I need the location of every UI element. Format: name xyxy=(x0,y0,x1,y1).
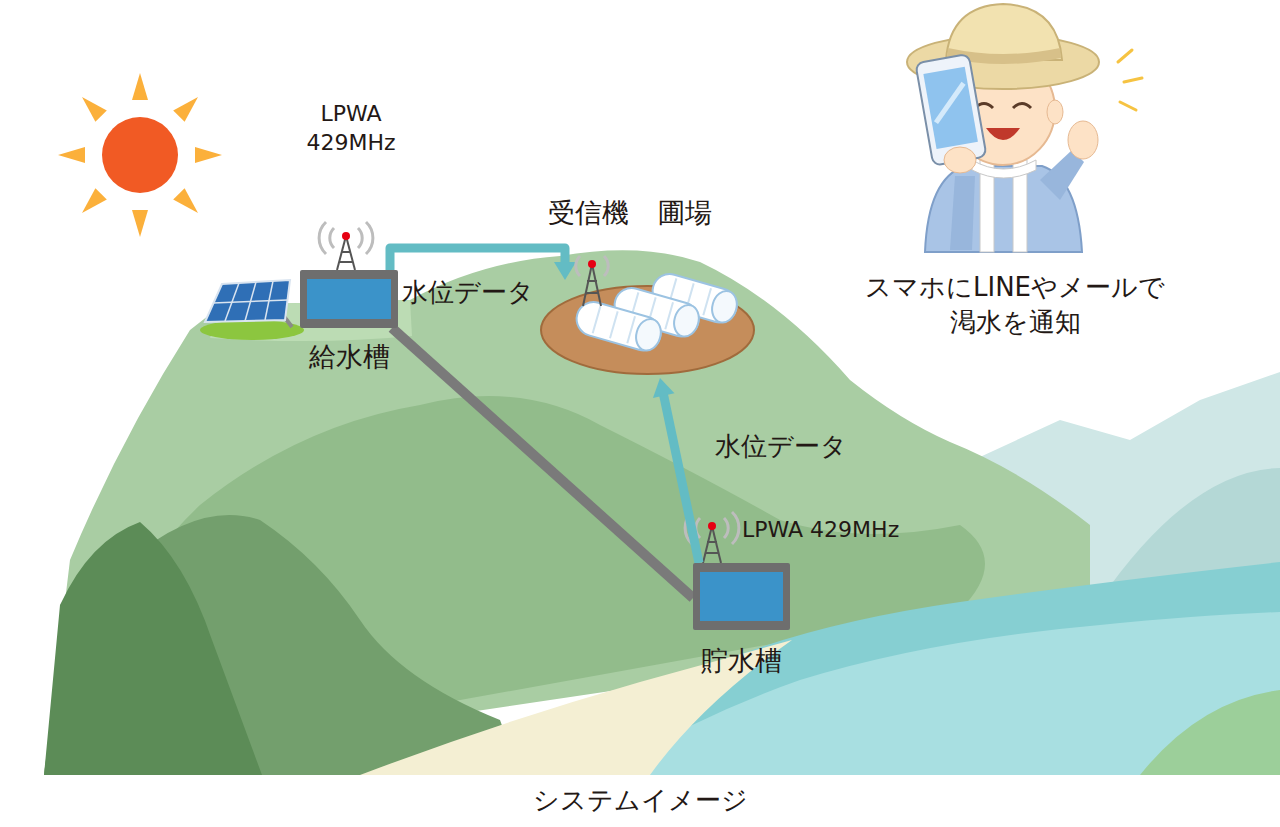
sparkle-lines xyxy=(1118,50,1142,110)
greenhouse-end xyxy=(671,302,703,339)
front-forest xyxy=(44,522,262,775)
data-arrow xyxy=(390,248,576,280)
radio-wave xyxy=(358,228,362,248)
radio-wave xyxy=(330,228,334,248)
sun xyxy=(58,73,222,237)
sun-ray xyxy=(58,147,85,163)
radio-wave xyxy=(366,222,373,254)
farmer-ear xyxy=(1047,100,1063,124)
greenhouse-rib xyxy=(665,302,673,329)
storage-tank: 貯水槽 xyxy=(693,563,790,630)
sun-ray xyxy=(82,97,107,122)
edge-label: 水位データ xyxy=(402,276,534,309)
receiver-antenna xyxy=(576,256,608,306)
sand-bank xyxy=(360,640,792,775)
edge-label: 水位データ xyxy=(715,430,847,463)
antenna-bar xyxy=(707,541,717,543)
antenna-strut xyxy=(592,264,601,306)
supply-tank: 給水槽 xyxy=(300,270,398,328)
data-arrow xyxy=(653,378,699,563)
antenna-bar xyxy=(705,552,719,554)
tank-label: 給水槽 xyxy=(309,340,390,374)
panel-grid xyxy=(213,281,288,321)
sun-ray xyxy=(132,73,148,100)
sun-ray xyxy=(82,188,107,213)
sun-ray xyxy=(195,147,222,163)
field-label: 圃場 xyxy=(658,196,712,230)
greenhouse-end xyxy=(709,288,741,325)
landscape xyxy=(44,250,1280,775)
field-plot: 受信機圃場 xyxy=(540,280,755,378)
radio-spec-label: LPWA 429MHz xyxy=(296,100,406,157)
greenhouse-end xyxy=(633,316,665,353)
antenna-strut xyxy=(583,264,592,306)
greenhouse-rib xyxy=(703,288,711,315)
antenna-bar xyxy=(341,251,351,253)
radio-wave xyxy=(724,518,728,538)
farmer-mouth xyxy=(986,128,1020,140)
sun-ray xyxy=(173,97,198,122)
data-arrow-line xyxy=(390,248,565,270)
panel-face xyxy=(205,280,290,322)
antenna-strut xyxy=(587,280,597,282)
greenhouse xyxy=(573,298,665,354)
solar-panel xyxy=(200,280,304,340)
data-arrow-line xyxy=(663,394,699,563)
water-surface xyxy=(700,572,783,621)
water-surface xyxy=(307,279,391,319)
sparkle-line xyxy=(1124,78,1142,82)
antenna-tip xyxy=(342,232,350,240)
front-slope xyxy=(44,515,520,775)
antenna-leg xyxy=(712,526,721,563)
greenhouse-rib xyxy=(627,316,635,343)
farmer-arm xyxy=(950,176,975,250)
antenna-strut xyxy=(585,292,599,294)
antenna-tip xyxy=(708,522,716,530)
radio-wave xyxy=(319,222,326,254)
sun-rays xyxy=(58,73,222,237)
phone-screen xyxy=(923,67,978,149)
sun-disc xyxy=(102,117,178,193)
antenna-bar xyxy=(339,261,353,263)
antenna xyxy=(319,222,373,270)
sparkle-line xyxy=(1118,50,1132,62)
farmer-hand xyxy=(1068,121,1098,159)
notification-note: スマホにLINEやメールで 渇水を通知 xyxy=(805,270,1225,340)
farmer-hand xyxy=(944,147,976,173)
antenna-leg xyxy=(703,526,712,563)
radio-wave xyxy=(732,512,739,544)
panel-grid-line xyxy=(213,300,288,303)
radio-wave xyxy=(604,256,608,276)
field-drawing xyxy=(540,280,755,378)
greenhouse-rib xyxy=(593,306,601,333)
sparkle-line xyxy=(1120,102,1136,110)
sun-ray xyxy=(173,188,198,213)
radio-spec-label: LPWA 429MHz xyxy=(742,516,899,545)
receiver-label: 受信機 xyxy=(548,196,629,230)
farmer-eye xyxy=(1013,104,1031,109)
phone-glare xyxy=(930,83,969,122)
figure-caption: システムイメージ xyxy=(0,784,1280,817)
greenhouse-cover xyxy=(573,298,665,354)
arrow-head xyxy=(653,378,675,398)
tank-label: 貯水槽 xyxy=(701,644,782,678)
arrow-head xyxy=(554,262,576,280)
river-bank xyxy=(1140,690,1280,775)
antenna-tip xyxy=(588,260,596,268)
radio-wave xyxy=(576,256,580,276)
farmer xyxy=(907,4,1142,252)
greenhouse-rib xyxy=(610,311,618,338)
sun-ray xyxy=(132,210,148,237)
